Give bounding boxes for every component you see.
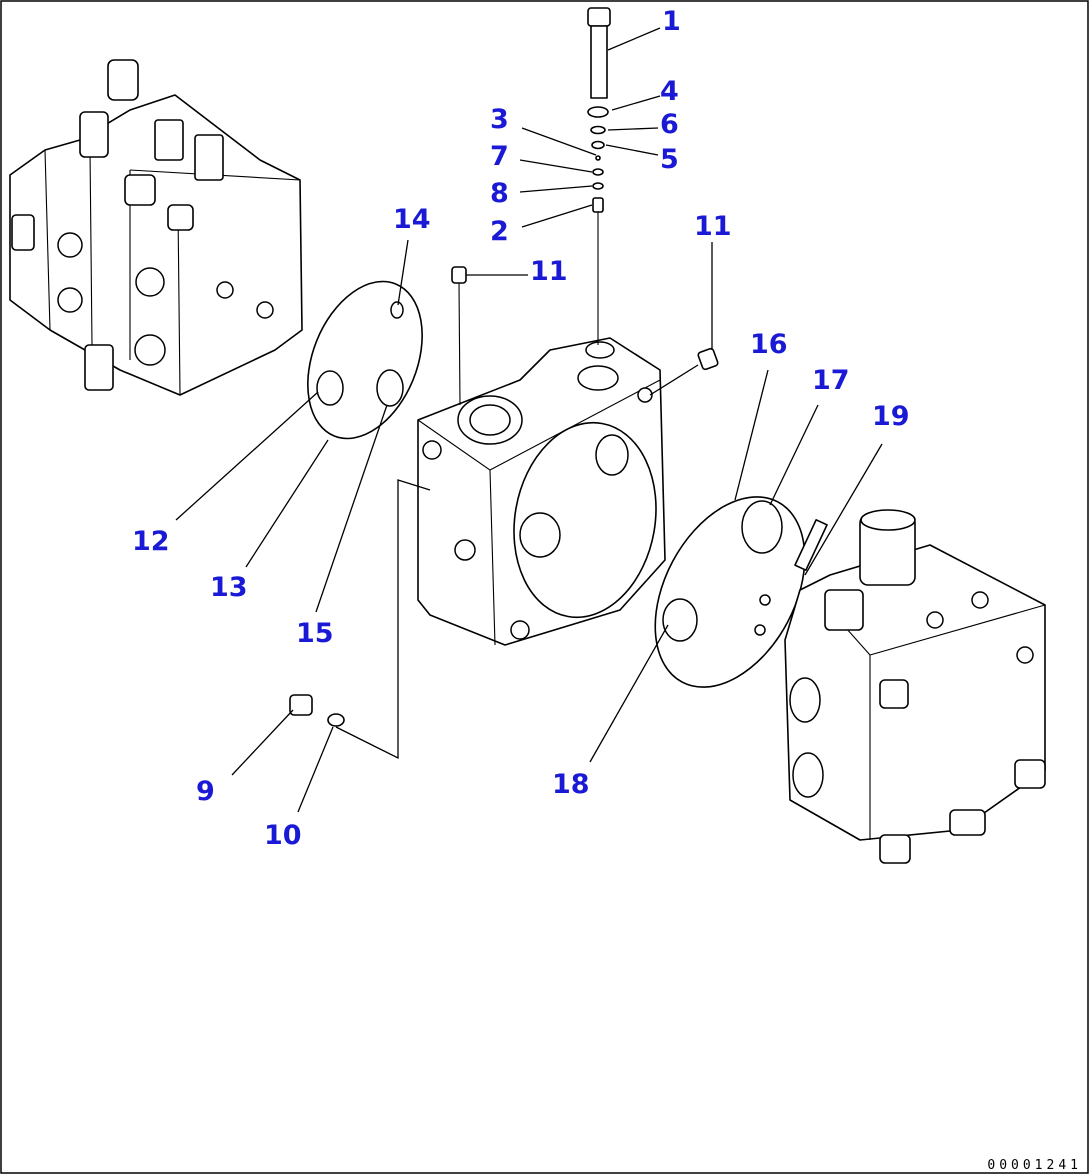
plug-9: [289, 694, 313, 716]
callout-6: 6: [660, 109, 679, 140]
o-ring-17: [741, 500, 783, 554]
drawing-number: 00001241: [987, 1158, 1082, 1173]
ring-6: [590, 125, 606, 135]
pin-hole-14: [390, 301, 404, 319]
callout-14: 14: [393, 204, 431, 235]
callout-labels: 1 2 3 4 5 6 7 8 9 10 11 11 12 13 14 15 1…: [132, 6, 910, 851]
valve-body-center: [417, 337, 666, 646]
leader-lines: [175, 27, 883, 813]
o-ring-12: [316, 370, 344, 406]
ring-7: [592, 168, 604, 176]
callout-13: 13: [210, 572, 248, 603]
end-cover-right: [784, 509, 1046, 864]
o-ring-10: [327, 713, 345, 727]
o-ring-4: [587, 106, 609, 118]
ball-3: [595, 155, 601, 161]
callout-18: 18: [552, 769, 590, 800]
o-ring-18: [662, 598, 698, 642]
callout-8: 8: [490, 178, 509, 209]
pin-19: [794, 519, 828, 571]
callout-17: 17: [812, 365, 850, 396]
valve-assembly-upper-left: [9, 59, 303, 396]
plug-stack: [587, 7, 611, 345]
callout-11-right: 11: [694, 211, 732, 242]
callout-2: 2: [490, 216, 509, 247]
callout-15: 15: [296, 618, 334, 649]
callout-9: 9: [196, 776, 215, 807]
callout-5: 5: [660, 144, 679, 175]
bolt-11-right: [697, 347, 719, 371]
callout-16: 16: [750, 329, 788, 360]
bolt-11-left: [451, 266, 467, 284]
callout-7: 7: [490, 141, 509, 172]
callout-1: 1: [662, 6, 681, 37]
callout-10: 10: [264, 820, 302, 851]
callout-12: 12: [132, 526, 170, 557]
gasket-plate-left: [307, 280, 423, 440]
plug-1-shaft: [590, 25, 608, 99]
ring-8: [592, 182, 604, 190]
plug-1-head: [587, 7, 611, 27]
callout-11-left: 11: [530, 256, 568, 287]
o-ring-15: [376, 369, 404, 407]
callout-4: 4: [660, 76, 679, 107]
gasket-plate-right: [654, 496, 828, 688]
plug-2: [592, 197, 604, 213]
callout-19: 19: [872, 401, 910, 432]
ring-5: [591, 140, 605, 150]
callout-3: 3: [490, 104, 509, 135]
